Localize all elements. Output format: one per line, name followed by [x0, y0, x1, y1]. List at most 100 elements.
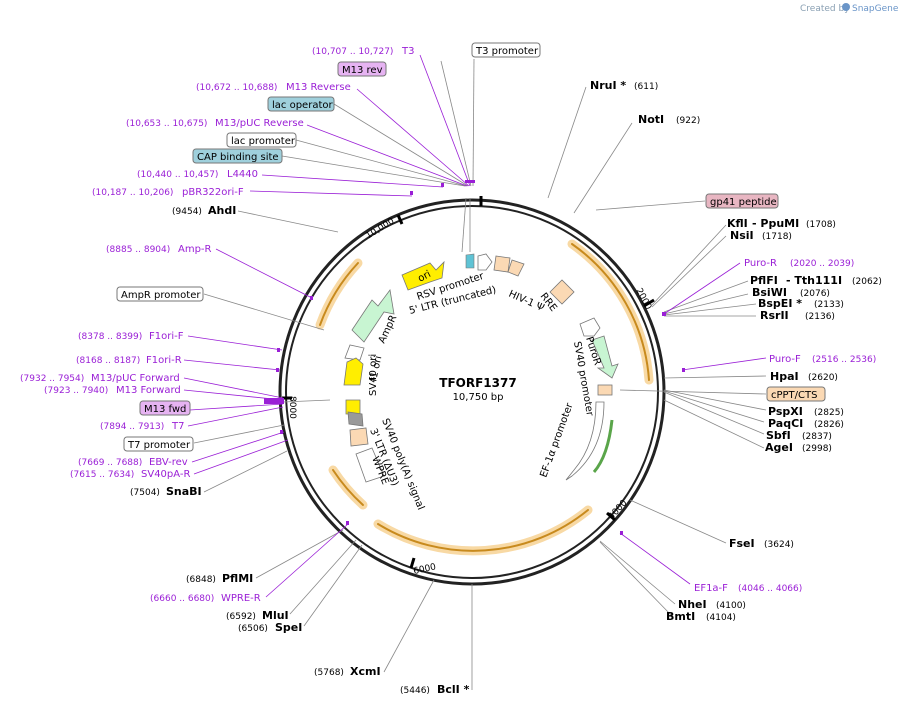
primer-puro-f[interactable]: Puro-F — [769, 354, 801, 365]
enzyme-fsei[interactable]: FseI — [729, 537, 755, 550]
enzyme-xcmi[interactable]: XcmI — [350, 665, 381, 678]
primer-m13-forward[interactable]: M13 Forward — [116, 385, 181, 396]
feature-hiv-psi-label: HIV-1 Ψ — [507, 289, 546, 314]
primer-sv40pa-r[interactable]: SV40pA-R — [141, 469, 190, 480]
box-ampr-promoter-label: AmpR promoter — [121, 290, 201, 301]
backbone-inner-ring — [285, 205, 659, 579]
enzyme-kfli[interactable]: KflI — [727, 217, 748, 230]
primer-f1ori-f-pos: (8378 .. 8399) — [78, 332, 142, 342]
feature-sv40-pa-box[interactable] — [347, 411, 364, 427]
enzyme-pspxi[interactable]: PspXI — [768, 405, 803, 418]
feature-f1-ori[interactable] — [343, 357, 364, 386]
primer-m13-reverse-pos: (10,672 .. 10,688) — [196, 83, 277, 93]
feature-puror[interactable] — [591, 335, 619, 379]
box-lac-promoter[interactable] — [226, 132, 297, 148]
box-t3-promoter[interactable] — [471, 42, 541, 58]
feature-sv40-promoter[interactable] — [579, 317, 601, 337]
enzyme-bsiwi[interactable]: BsiWI — [752, 286, 787, 299]
feature-ori[interactable] — [401, 260, 445, 291]
primer-amp-r[interactable]: Amp-R — [178, 244, 212, 255]
snapgene-logo-icon — [842, 3, 850, 11]
box-lac-operator[interactable] — [267, 96, 335, 112]
plasmid-length: 10,750 bp — [453, 392, 504, 403]
orf-arc-4-line — [319, 262, 359, 326]
primer-ebv-rev-pos: (7669 .. 7688) — [78, 458, 142, 468]
feature-lac[interactable] — [465, 253, 475, 269]
enzyme-ahdi-pos: (9454) — [172, 207, 202, 217]
enzyme-tth111i[interactable]: - Tth111I — [786, 274, 842, 287]
feature-rsv-promoter[interactable] — [477, 253, 493, 271]
primer-ef1a-f[interactable]: EF1a-F — [694, 583, 728, 594]
enzyme-sbfi[interactable]: SbfI — [766, 429, 791, 442]
orf-arc-4[interactable] — [315, 258, 363, 330]
enzyme-bcli[interactable]: BclI * — [437, 683, 470, 696]
enzyme-nrui-pos: (611) — [634, 82, 658, 92]
primer-puro-r[interactable]: Puro-R — [744, 258, 777, 269]
enzyme-rsrii-pos: (2136) — [805, 312, 835, 322]
orf-arc-2-line — [377, 509, 589, 552]
enzyme-ppumi[interactable]: - PpuMI — [752, 217, 799, 230]
enzyme-nhei[interactable]: NheI — [678, 598, 707, 611]
primer-m13-puc-forward-pos: (7932 .. 7954) — [20, 374, 84, 384]
box-lac-operator-label: lac operator — [272, 100, 333, 111]
feature-3ltr[interactable] — [349, 427, 369, 447]
box-cppt-cts-label: cPPT/CTS — [771, 390, 817, 401]
primer-pbr322ori-f[interactable]: pBR322ori-F — [182, 187, 244, 198]
feature-hiv-psi[interactable] — [507, 259, 525, 277]
primer-t3[interactable]: T3 — [401, 46, 414, 57]
enzyme-agei[interactable]: AgeI — [765, 441, 793, 454]
feature-5ltr[interactable] — [493, 255, 511, 273]
enzyme-pflmi-pos: (6848) — [186, 575, 216, 585]
box-cppt-cts[interactable] — [766, 386, 826, 402]
box-t7-promoter[interactable] — [123, 436, 194, 452]
enzyme-ppumi-pos: (1708) — [806, 220, 836, 230]
enzyme-snabi-pos: (7504) — [130, 488, 160, 498]
enzyme-pflmi[interactable]: PflMI — [222, 572, 253, 585]
primer-m13-reverse[interactable]: M13 Reverse — [286, 82, 351, 93]
enzyme-nsii[interactable]: NsiI — [730, 229, 754, 242]
enzyme-sbfi-pos: (2837) — [802, 432, 832, 442]
enzyme-mlui-pos: (6592) — [226, 612, 256, 622]
enzyme-snabi[interactable]: SnaBI — [166, 485, 202, 498]
feature-sv40-ori-label: SV40 ori — [368, 354, 379, 396]
enzyme-hpai[interactable]: HpaI — [770, 370, 799, 383]
feature-wpre[interactable] — [355, 447, 385, 483]
enzyme-nrui[interactable]: NruI * — [590, 79, 626, 92]
enzyme-bspei[interactable]: BspEI * — [758, 297, 802, 310]
primer-l4440[interactable]: L4440 — [227, 169, 258, 180]
primer-ef1a-f-pos: (4046 .. 4066) — [738, 584, 802, 594]
box-m13-fwd[interactable] — [139, 400, 191, 416]
tick-label-6000: 6000 — [413, 562, 438, 577]
enzyme-mlui[interactable]: MluI — [262, 609, 289, 622]
enzyme-rsrii[interactable]: RsrII — [760, 309, 789, 322]
orf-arc-1-line — [571, 243, 650, 381]
primer-f1ori-f[interactable]: F1ori-F — [149, 331, 184, 342]
primer-f1ori-r[interactable]: F1ori-R — [146, 355, 182, 366]
primer-t7[interactable]: T7 — [171, 421, 184, 432]
primer-ebv-rev[interactable]: EBV-rev — [149, 457, 188, 468]
feature-rre[interactable] — [549, 279, 575, 305]
box-cap-binding-site[interactable] — [192, 148, 283, 164]
enzyme-pflfi[interactable]: PflFI — [750, 274, 778, 287]
box-m13-rev[interactable] — [337, 61, 387, 77]
enzyme-ahdi[interactable]: AhdI — [208, 204, 236, 217]
box-ampr-promoter[interactable] — [116, 286, 204, 302]
feature-ampr-promoter[interactable] — [344, 344, 365, 361]
primer-m13-puc-reverse[interactable]: M13/pUC Reverse — [215, 118, 304, 129]
box-gp41-peptide-label: gp41 peptide — [710, 197, 777, 208]
enzyme-paqci[interactable]: PaqCI — [768, 417, 803, 430]
primer-wpre-r[interactable]: WPRE-R — [221, 593, 261, 604]
primer-l4440-pos: (10,440 .. 10,457) — [137, 170, 218, 180]
box-gp41-peptide[interactable] — [705, 193, 779, 209]
primer-t3-pos: (10,707 .. 10,727) — [312, 47, 393, 57]
feature-ampr[interactable] — [351, 289, 395, 343]
enzyme-spei[interactable]: SpeI — [275, 621, 302, 634]
feature-ef1a-green — [592, 419, 614, 473]
enzyme-noti[interactable]: NotI — [638, 113, 664, 126]
feature-ef1a-promoter[interactable] — [565, 401, 605, 481]
feature-cppt[interactable] — [597, 384, 613, 396]
enzyme-bmti[interactable]: BmtI — [666, 610, 695, 623]
primer-m13-puc-forward[interactable]: M13/pUC Forward — [91, 373, 180, 384]
enzyme-pspxi-pos: (2825) — [814, 408, 844, 418]
